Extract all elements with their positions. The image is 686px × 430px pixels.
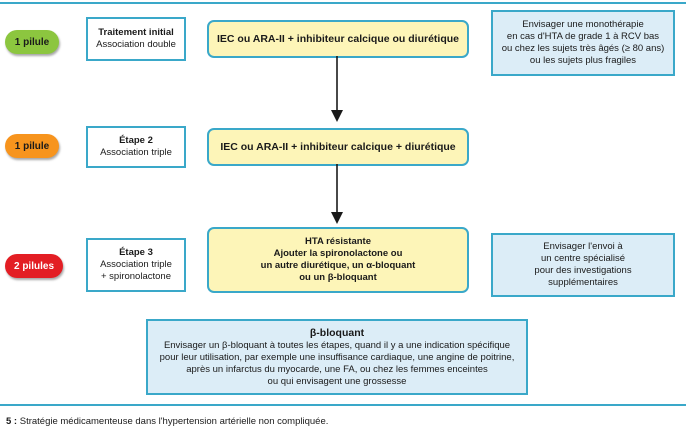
treatment-line: ou un β-bloquant [299, 272, 377, 283]
note-line: après un infarctus du myocarde, une FA, … [186, 363, 488, 375]
treatment-box-initial: IEC ou ARA-II + inhibiteur calcique ou d… [207, 20, 469, 58]
note-line: Envisager l'envoi à [543, 241, 623, 252]
treatment-line: IEC ou ARA-II + inhibiteur calcique ou d… [216, 33, 459, 45]
step-title: Étape 3 [119, 247, 153, 258]
pill-label: 1 pilule [14, 36, 50, 48]
step-line: Association double [96, 39, 176, 50]
step-title: Étape 2 [119, 135, 153, 146]
treatment-line: un autre diurétique, un α-bloquant [260, 260, 416, 271]
note-line: ou chez les sujets très âgés (≥ 80 ans) [501, 43, 665, 54]
pill-label: 2 pilules [13, 260, 54, 272]
note-line: ou les sujets plus fragiles [529, 55, 637, 66]
caption-text: Stratégie médicamenteuse dans l'hyperten… [19, 416, 329, 427]
treatment-line: Ajouter la spironolactone ou [273, 248, 403, 259]
treatment-line: HTA résistante [305, 236, 371, 247]
side-note-referral: Envisager l'envoi à un centre spécialisé… [491, 233, 675, 297]
note-line: un centre spécialisé [541, 253, 625, 264]
pill-row-3: 2 pilules [5, 254, 63, 278]
pill-row-1: 1 pilule [5, 30, 59, 54]
bottom-rule [0, 404, 686, 406]
note-line: ou qui envisagent une grossesse [267, 375, 407, 387]
treatment-box-3: HTA résistante Ajouter la spironolactone… [207, 227, 469, 293]
side-note-monotherapy: Envisager une monothérapie en cas d'HTA … [491, 10, 675, 76]
step-box-2: Étape 2 Association triple [86, 126, 186, 168]
pill-label: 1 pilule [14, 140, 50, 152]
note-line: pour leur utilisation, par exemple une i… [159, 351, 515, 363]
note-line: pour des investigations [534, 265, 632, 276]
step-line: Association triple [100, 147, 172, 158]
arrow-down-1 [331, 56, 343, 122]
note-line: Envisager une monothérapie [522, 19, 644, 30]
step-box-initial: Traitement initial Association double [86, 17, 186, 61]
step-line: + spironolactone [101, 271, 171, 282]
top-rule [0, 2, 686, 4]
note-line: supplémentaires [548, 277, 618, 288]
note-line: en cas d'HTA de grade 1 à RCV bas [506, 31, 660, 42]
caption-number: 5 : [6, 416, 18, 427]
step-box-3: Étape 3 Association triple + spironolact… [86, 238, 186, 292]
note-title: β-bloquant [309, 326, 365, 339]
step-line: Association triple [100, 259, 172, 270]
treatment-box-2: IEC ou ARA-II + inhibiteur calcique + di… [207, 128, 469, 166]
beta-blocker-note: β-bloquant Envisager un β-bloquant à tou… [146, 319, 528, 395]
figure-caption: 5 : Stratégie médicamenteuse dans l'hype… [6, 416, 328, 427]
pill-row-2: 1 pilule [5, 134, 59, 158]
arrow-down-2 [331, 164, 343, 224]
treatment-line: IEC ou ARA-II + inhibiteur calcique + di… [220, 141, 456, 153]
note-line: Envisager un β-bloquant à toutes les éta… [163, 339, 511, 351]
step-title: Traitement initial [98, 27, 174, 38]
